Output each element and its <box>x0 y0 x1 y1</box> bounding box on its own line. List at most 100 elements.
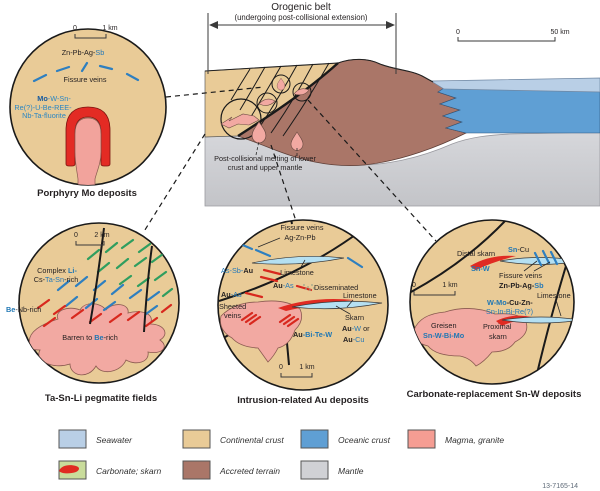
carbonate-fissure-label: Fissure veins <box>499 271 542 280</box>
au5-text: Au <box>343 335 353 344</box>
connector-porphyry <box>165 86 265 98</box>
pegmatite-body <box>29 303 166 376</box>
magma-sill <box>220 113 260 129</box>
sb-text: Sb <box>95 48 104 57</box>
intrusion-title: Intrusion-related Au deposits <box>237 395 369 406</box>
intrusion-scale-bar: 0 1 km <box>279 364 315 378</box>
mo-text: Mo <box>37 94 48 103</box>
legend-label-mantle: Mantle <box>338 466 364 476</box>
intrusion-sheeted-label-2: veins <box>224 311 241 320</box>
intrusion-pink-body <box>220 300 303 363</box>
pegmatite-title: Ta-Sn-Li pegmatite fields <box>45 393 157 404</box>
carbonate-distal-skarn-redband <box>470 255 516 270</box>
surface-outline <box>204 58 434 83</box>
intrusion-scale-zero: 0 <box>279 364 283 371</box>
orogenic-belt-annotation: Orogenic belt (undergoing post-collision… <box>207 2 397 74</box>
legend-swatch-seawater <box>58 429 87 449</box>
orogenic-belt-subtitle: (undergoing post-collisional extension) <box>234 13 367 22</box>
au2-text: Au <box>273 281 283 290</box>
carbonate-sn-in-bi-re-label: Sn-In-Bi-Re(?) <box>486 307 533 316</box>
au4-text: Au <box>342 324 352 333</box>
legend-label-seawater: Seawater <box>96 435 133 445</box>
porphyry-intrusion-pink-stem <box>74 117 102 185</box>
pegmatite-barren-label: Barren to Be-rich <box>62 333 118 342</box>
connector-carbonate <box>307 99 437 242</box>
thrust-fault <box>237 62 339 138</box>
porphyry-inset: 0 1 km Zn-Pb-Ag-Sb Fissure veins Mo-W-Sn… <box>9 25 167 199</box>
disseminated-dots <box>303 284 315 291</box>
carbonate-proximal-label-2: skarn <box>489 332 507 341</box>
as2-text: -As <box>283 281 294 290</box>
carbonate-proximal-label-1: Proximal <box>483 322 512 331</box>
carbonate-greisen-label: Greisen <box>431 321 457 330</box>
legend-label-carbonate-skarn: Carbonate; skarn <box>96 466 161 476</box>
li-text: Li- <box>68 266 77 275</box>
intrusion-scale-max: 1 km <box>299 364 314 371</box>
carbonate-scale-max: 1 km <box>442 282 457 289</box>
melt-label-leaders <box>255 140 298 156</box>
w-mo-text: W-Mo <box>487 298 507 307</box>
au6-text: Au <box>293 330 303 339</box>
pegmatite-scale-max: 2 km <box>94 232 109 239</box>
intrusion-disseminated-label: Disseminated <box>314 283 358 292</box>
legend: Seawater Continental crust Oceanic crust… <box>58 429 504 480</box>
section-scale-bar: 0 50 km <box>456 29 570 42</box>
orogenic-belt-extent-lines <box>207 13 397 74</box>
magma-blob-2 <box>293 88 310 96</box>
cu-zn-text: -Cu-Zn- <box>507 298 534 307</box>
figure-number: 13-7165-14 <box>542 483 578 490</box>
as-sb-text: As-Sb- <box>221 266 244 275</box>
section-inset-circle-1 <box>271 74 291 94</box>
complex-text: Complex <box>37 266 68 275</box>
carbonate-w-mo-label: W-Mo-Cu-Zn- <box>487 298 533 307</box>
legend-swatch-continental-crust <box>182 429 211 449</box>
pegmatite-scale-zero: 0 <box>74 232 78 239</box>
carbonate-scale-bracket <box>413 291 456 296</box>
scale-bracket <box>457 37 556 42</box>
porphyry-intrusion-red-ring <box>65 106 111 167</box>
section-inset-circle-2 <box>292 82 312 102</box>
mo-rest-text: -W-Sn- <box>48 94 72 103</box>
pegmatite-inset: 0 2 km Complex Li- Cs-Ta-Sn-rich Be-Nb-r… <box>6 222 180 404</box>
or-text: or <box>361 324 370 333</box>
porphyry-commodities-line1: Mo-W-Sn- <box>37 94 71 103</box>
intrusion-limestone-upper <box>251 256 345 265</box>
pegmatite-veins-blue <box>56 275 161 316</box>
be2-text: Be <box>94 333 103 342</box>
bi-te-w-text: -Bi-Te-W <box>303 330 333 339</box>
legend-label-magma-granite: Magma, granite <box>445 435 504 445</box>
oceanic-crust <box>437 87 600 134</box>
intrusion-scale-bracket <box>280 373 313 378</box>
au3-text: Au <box>221 290 231 299</box>
pegmatite-veins-green <box>86 238 174 298</box>
scale-zero: 0 <box>456 29 460 36</box>
legend-swatch-mantle <box>300 460 329 480</box>
carbonate-sn-cu-label: Sn-Cu <box>508 245 529 254</box>
intrusion-sheeted-label-1: Sheeted <box>219 302 246 311</box>
intrusion-au-as-label-1: Au-As <box>273 281 294 290</box>
zn-pb-ag-text: Zn-Pb-Ag- <box>62 48 96 57</box>
intrusion-au-w-label: Au-W or <box>342 324 370 333</box>
intrusion-inset: Fissure veins Ag-Zn-Pb Limestone As-Sb-A… <box>217 219 389 406</box>
porphyry-scale-zero: 0 <box>73 25 77 32</box>
porphyry-scale-bar: 0 1 km <box>73 25 118 39</box>
intrusion-skarn-label: Skarn <box>345 313 364 322</box>
carbonate-inset: 0 1 km Distal skarn Sn-Cu Sn-W Fissure v… <box>407 219 582 400</box>
w-text: -W <box>352 324 361 333</box>
cs-text: Cs- <box>34 275 46 284</box>
intrusion-au-bi-te-w-label: Au-Bi-Te-W <box>293 330 332 339</box>
intrusion-leaders <box>257 237 354 315</box>
carbonate-limestone-label: Limestone <box>537 291 571 300</box>
legend-label-accreted-terrain: Accreted terrain <box>219 466 280 476</box>
connector-pegmatite <box>142 133 206 234</box>
carbonate-limestone-lower <box>501 316 574 324</box>
porphyry-scale-max: 1 km <box>102 25 117 32</box>
pegmatite-scale-bracket <box>75 241 105 246</box>
cu1-text: -Cu <box>517 245 529 254</box>
section-inset-circle-large <box>220 98 262 140</box>
carbonate-title: Carbonate-replacement Sn-W deposits <box>407 389 582 400</box>
nb-rich-text: -Nb-rich <box>15 305 41 314</box>
legend-label-continental-crust: Continental crust <box>220 435 284 445</box>
sheeted-veins-cluster <box>240 311 300 328</box>
